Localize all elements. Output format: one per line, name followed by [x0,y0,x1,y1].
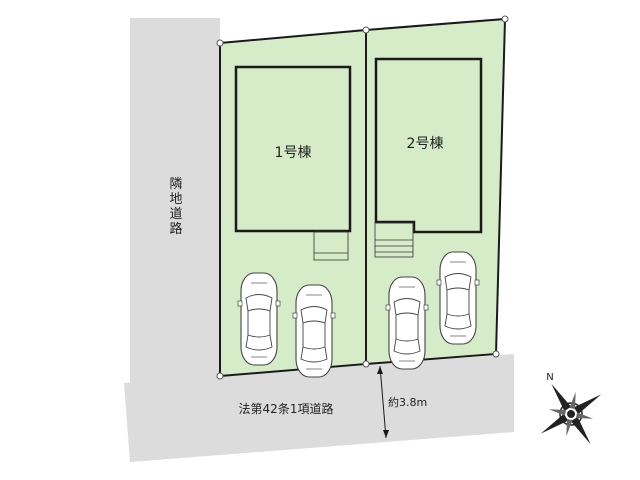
building-1-footprint [234,65,352,233]
front-road-label: 法第42条1項道路 [239,401,334,416]
building-2-label: 2号棟 [407,136,444,152]
building-2-entrance-steps [374,222,414,258]
boundary-markers [216,15,509,380]
building-2-footprint [374,57,483,234]
dimension-arrow-top [377,366,383,374]
adjacent-road-text: 隣地道路 [169,176,182,237]
dimension-arrow-bottom [383,430,389,438]
car-parking-4 [436,251,480,345]
building-1-label: 1号棟 [275,145,312,161]
lot-2 [365,17,507,366]
road-width-dimension-line [379,365,387,439]
compass-north-label: N [546,372,553,383]
car-parking-2 [292,284,336,378]
car-parking-1 [237,272,281,366]
road-width-label: 約3.8m [388,395,427,409]
building-1-entrance-steps [313,231,349,261]
compass-rose-icon [540,383,602,445]
front-road [124,354,514,462]
adjacent-road [130,18,220,383]
adjacent-road-label: 隣地道路 [169,176,182,237]
car-parking-3 [385,276,429,370]
